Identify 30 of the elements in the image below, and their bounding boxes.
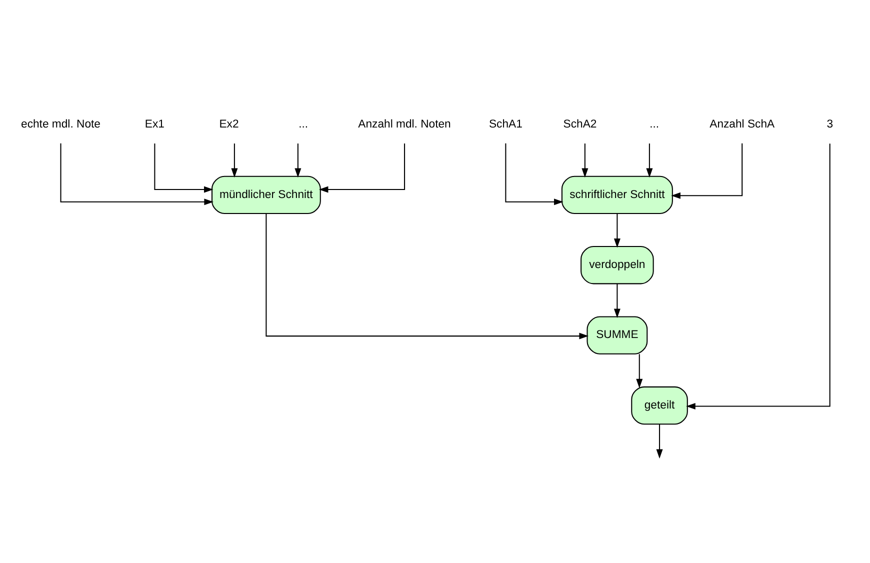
arrow bbox=[504, 142, 563, 205]
node-text: ... bbox=[649, 118, 659, 130]
arrow bbox=[646, 143, 652, 178]
node-text: Ex2 bbox=[218, 118, 238, 130]
arrow bbox=[154, 142, 213, 192]
node-box: schriftlicher Schnitt bbox=[560, 175, 672, 214]
node-text: Anzahl mdl. Noten bbox=[358, 118, 450, 130]
arrow bbox=[613, 283, 620, 318]
node-box: SUMME bbox=[586, 316, 648, 354]
node-text: Anzahl SchA bbox=[709, 118, 774, 130]
arrow bbox=[294, 143, 301, 178]
node-text: ... bbox=[298, 118, 308, 130]
node-text: Ex1 bbox=[144, 118, 164, 130]
arrow bbox=[670, 142, 742, 198]
arrow bbox=[318, 142, 405, 192]
node-text: SchA2 bbox=[562, 118, 596, 130]
node-box: verdoppeln bbox=[580, 246, 654, 284]
arrow bbox=[230, 143, 238, 178]
arrow bbox=[656, 424, 662, 458]
arrow bbox=[636, 354, 642, 388]
node-box: mündlicher Schnitt bbox=[210, 175, 320, 214]
arrow bbox=[613, 213, 620, 248]
node-text: 3 bbox=[826, 118, 833, 130]
arrow bbox=[686, 143, 830, 410]
node-text: echte mdl. Note bbox=[20, 118, 100, 130]
arrow bbox=[581, 143, 588, 178]
node-text: SchA1 bbox=[488, 118, 522, 130]
node-box: geteilt bbox=[630, 386, 688, 424]
arrow bbox=[265, 213, 588, 339]
arrow bbox=[60, 142, 213, 205]
